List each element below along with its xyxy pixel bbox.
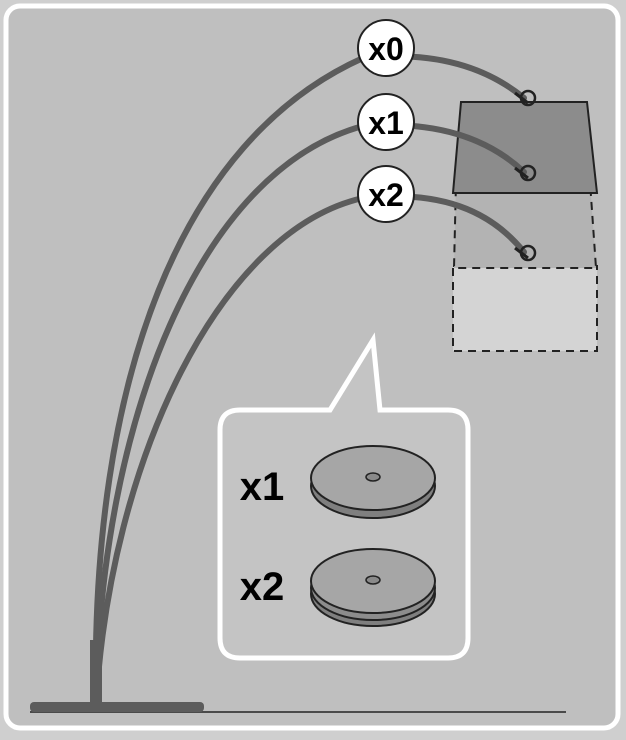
weight-disc-icon [310,445,436,519]
lamp-shade-x2 [452,265,598,352]
arc-label-x0-text: x0 [368,31,404,67]
hook-x0 [514,91,529,105]
arc-label-x2-text: x2 [368,177,404,213]
arc-label-x1: x1 [357,93,415,151]
arc-x0 [92,53,527,708]
double-weight-disc-icon [310,548,436,627]
arc-label-x1-text: x1 [368,105,404,141]
arc-label-x0: x0 [357,19,415,77]
weight-label-x2: x2 [240,565,285,609]
hook-x1 [514,166,529,180]
lamp-base [30,702,204,712]
lamp-pole [90,640,102,704]
hook-x2 [514,246,529,260]
lamp-shade-x0 [451,101,599,194]
arc-x1 [93,121,527,708]
weight-label-x1: x1 [240,465,285,509]
arc-x2 [93,193,527,708]
arc-label-x2: x2 [357,165,415,223]
